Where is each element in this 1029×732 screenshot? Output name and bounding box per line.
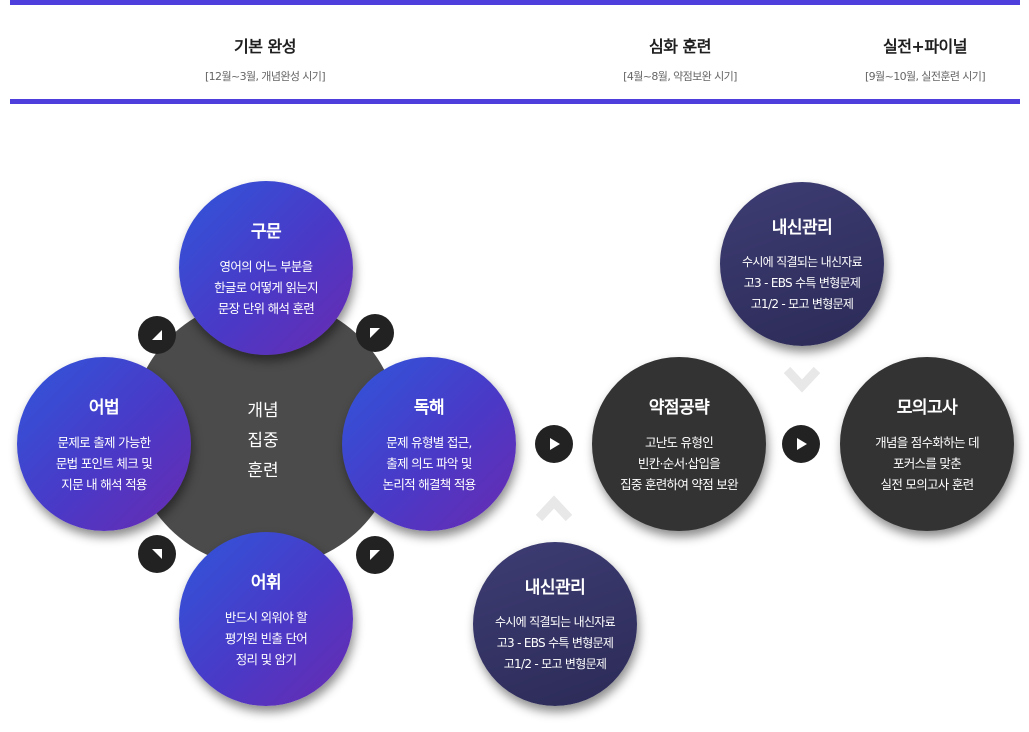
- circle-desc: 수시에 직결되는 내신자료 고3 - EBS 수특 변형문제 고1/2 - 모고…: [495, 612, 616, 675]
- desc-line: 논리적 해결책 적용: [382, 477, 477, 492]
- circle-weakness-attack: 약점공략 고난도 유형인 빈칸·순서·삽입을 집중 훈련하여 약점 보완: [592, 357, 766, 531]
- play-icon: [535, 425, 573, 463]
- top-divider: [10, 0, 1020, 5]
- hub-line: 집중: [247, 431, 279, 451]
- circle-desc: 고난도 유형인 빈칸·순서·삽입을 집중 훈련하여 약점 보완: [620, 432, 739, 495]
- triangle-arrow-icon: [138, 316, 176, 354]
- circle-title: 모의고사: [896, 398, 958, 418]
- circle-desc: 개념을 점수화하는 데 포커스를 맞춘 실전 모의고사 훈련: [875, 432, 979, 495]
- circle-desc: 영어의 어느 부분을 한글로 어떻게 읽는지 문장 단위 해석 훈련: [214, 256, 318, 319]
- desc-line: 반드시 외워야 할: [224, 610, 308, 625]
- phase-title: 심화 훈련: [649, 37, 711, 56]
- circle-grammar: 어법 문제로 출제 가능한 문법 포인트 체크 및 지문 내 해석 적용: [17, 357, 191, 531]
- desc-line: 고3 - EBS 수특 변형문제: [496, 636, 614, 650]
- desc-line: 문제 유형별 접근,: [386, 435, 472, 450]
- phase-basic: 기본 완성 [12월~3월, 개념완성 시기]: [165, 33, 365, 84]
- desc-line: 한글로 어떻게 읽는지: [214, 280, 318, 295]
- circle-title: 구문: [250, 222, 282, 242]
- circle-reading: 독해 문제 유형별 접근, 출제 의도 파악 및 논리적 해결책 적용: [342, 357, 516, 531]
- circle-vocabulary: 어휘 반드시 외워야 할 평가원 빈출 단어 정리 및 암기: [179, 532, 353, 706]
- circle-title: 내신관리: [524, 578, 586, 598]
- hub-line: 훈련: [247, 461, 279, 481]
- desc-line: 지문 내 해석 적용: [61, 477, 147, 492]
- phase-period: [12월~3월, 개념완성 시기]: [204, 70, 326, 83]
- triangle-arrow-icon: [356, 536, 394, 574]
- circle-title: 어법: [88, 398, 120, 418]
- triangle-arrow-icon: [356, 314, 394, 352]
- desc-line: 집중 훈련하여 약점 보완: [620, 477, 739, 492]
- desc-line: 문법 포인트 체크 및: [55, 456, 153, 471]
- concept-hub-label: 개념 집중 훈련: [213, 396, 313, 486]
- desc-line: 포커스를 맞춘: [892, 456, 962, 471]
- circle-desc: 수시에 직결되는 내신자료 고3 - EBS 수특 변형문제 고1/2 - 모고…: [742, 252, 863, 315]
- phase-advanced: 심화 훈련 [4월~8월, 약점보완 시기]: [580, 33, 780, 84]
- bottom-divider: [10, 99, 1020, 104]
- phase-period: [4월~8월, 약점보완 시기]: [623, 70, 737, 83]
- circle-syntax: 구문 영어의 어느 부분을 한글로 어떻게 읽는지 문장 단위 해석 훈련: [179, 181, 353, 355]
- circle-title: 내신관리: [771, 218, 833, 238]
- circle-title: 어휘: [250, 573, 282, 593]
- desc-line: 평가원 빈출 단어: [224, 631, 308, 646]
- desc-line: 실전 모의고사 훈련: [880, 477, 975, 492]
- phase-title: 기본 완성: [234, 37, 296, 56]
- desc-line: 문장 단위 해석 훈련: [217, 301, 315, 316]
- circle-school-grades-top: 내신관리 수시에 직결되는 내신자료 고3 - EBS 수특 변형문제 고1/2…: [720, 182, 884, 346]
- desc-line: 수시에 직결되는 내신자료: [742, 255, 863, 269]
- circle-title: 독해: [413, 398, 445, 418]
- phase-title: 실전+파이널: [882, 37, 968, 56]
- triangle-arrow-icon: [138, 535, 176, 573]
- desc-line: 고3 - EBS 수특 변형문제: [743, 276, 861, 290]
- play-icon: [782, 425, 820, 463]
- desc-line: 문제로 출제 가능한: [57, 435, 152, 450]
- desc-line: 정리 및 암기: [235, 652, 297, 667]
- hub-line: 개념: [247, 401, 279, 421]
- chevron-down-icon: [783, 366, 821, 400]
- circle-school-grades-bottom: 내신관리 수시에 직결되는 내신자료 고3 - EBS 수특 변형문제 고1/2…: [473, 542, 637, 706]
- desc-line: 출제 의도 파악 및: [386, 456, 472, 471]
- phase-period: [9월~10월, 실전훈련 시기]: [864, 70, 986, 83]
- circle-title: 약점공략: [648, 398, 710, 418]
- circle-desc: 문제로 출제 가능한 문법 포인트 체크 및 지문 내 해석 적용: [55, 432, 153, 495]
- circle-mock-exam: 모의고사 개념을 점수화하는 데 포커스를 맞춘 실전 모의고사 훈련: [840, 357, 1014, 531]
- chevron-up-icon: [535, 492, 573, 526]
- desc-line: 고난도 유형인: [644, 435, 714, 450]
- desc-line: 수시에 직결되는 내신자료: [495, 615, 616, 629]
- desc-line: 개념을 점수화하는 데: [875, 435, 979, 450]
- desc-line: 고1/2 - 모고 변형문제: [503, 657, 607, 671]
- desc-line: 빈칸·순서·삽입을: [637, 456, 721, 471]
- circle-desc: 문제 유형별 접근, 출제 의도 파악 및 논리적 해결책 적용: [382, 432, 477, 495]
- circle-desc: 반드시 외워야 할 평가원 빈출 단어 정리 및 암기: [224, 607, 308, 670]
- phase-final: 실전+파이널 [9월~10월, 실전훈련 시기]: [825, 33, 1025, 84]
- desc-line: 고1/2 - 모고 변형문제: [750, 297, 854, 311]
- desc-line: 영어의 어느 부분을: [219, 259, 314, 274]
